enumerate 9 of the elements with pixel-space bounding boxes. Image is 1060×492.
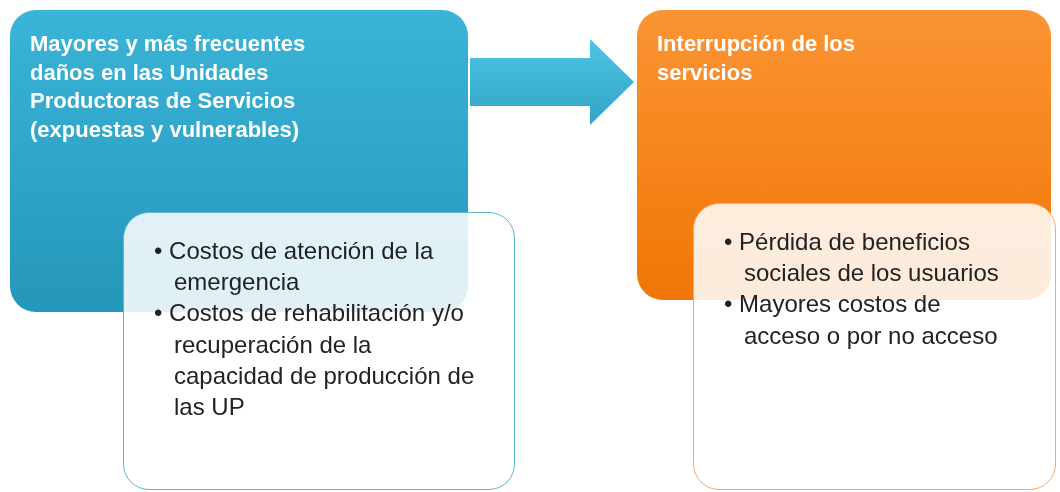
bullet-item: • Pérdida de beneficios sociales de los usuarios [724, 227, 1000, 289]
bullet-item: • Costos de atención de la emergencia [154, 236, 435, 298]
bullet-list-box [693, 203, 1056, 490]
heading-text: Interrupción de los servicios [657, 30, 857, 87]
bullet-list-box [123, 212, 515, 490]
block-arrow [470, 39, 634, 125]
bullet-item: • Costos de rehabilitación y/o recuperación de la capacidad de producción de las UP [154, 298, 476, 422]
heading-text: Mayores y más frecuentes daños en las Unidades Productoras de Servicios (expuestas y vulnerables) [30, 30, 307, 144]
bullet-item: • Mayores costos de acceso o por no acceso [724, 289, 999, 351]
